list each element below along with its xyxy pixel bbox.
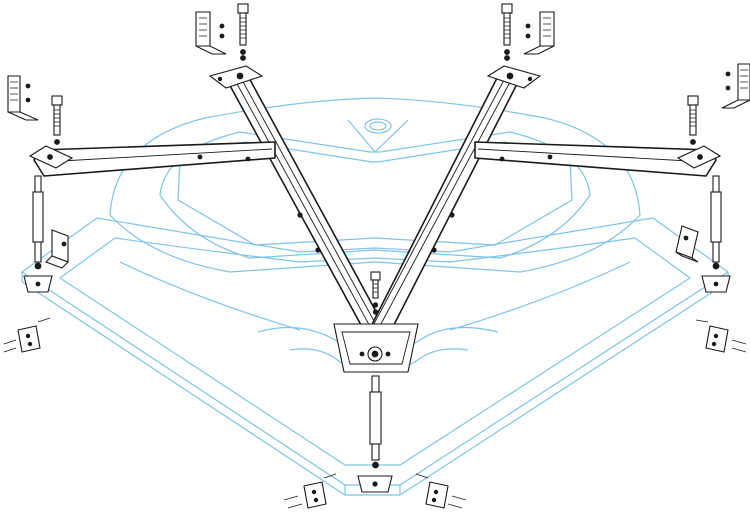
wall-anchor-bottom-right [415, 473, 467, 509]
bolt-right-crossbar [687, 95, 699, 145]
bolt-top-right [501, 3, 513, 61]
clip-right [675, 225, 699, 263]
v-frame-left-arm [227, 75, 399, 357]
top-left-mount-plate [208, 65, 264, 89]
corner-bathtub-outline [20, 97, 730, 496]
bolt-left-crossbar [51, 95, 63, 145]
wall-anchor-right [695, 319, 747, 353]
leg-center [357, 375, 393, 493]
top-right-mount-plate [486, 65, 542, 89]
bracket-right [721, 63, 750, 109]
right-crossbar [474, 141, 722, 177]
bracket-top-left [195, 11, 227, 55]
leg-right [701, 175, 731, 293]
bolt-top-left [237, 3, 249, 61]
clip-left [45, 229, 69, 269]
leg-left [23, 175, 53, 293]
wall-anchor-bottom-left [283, 473, 337, 509]
center-plate [333, 323, 419, 373]
wall-anchor-left [3, 317, 51, 353]
bracket-top-right [523, 11, 555, 55]
left-crossbar [28, 141, 276, 177]
bracket-left [7, 75, 39, 121]
bolt-center [370, 271, 381, 315]
v-frame-right-arm [357, 75, 519, 357]
